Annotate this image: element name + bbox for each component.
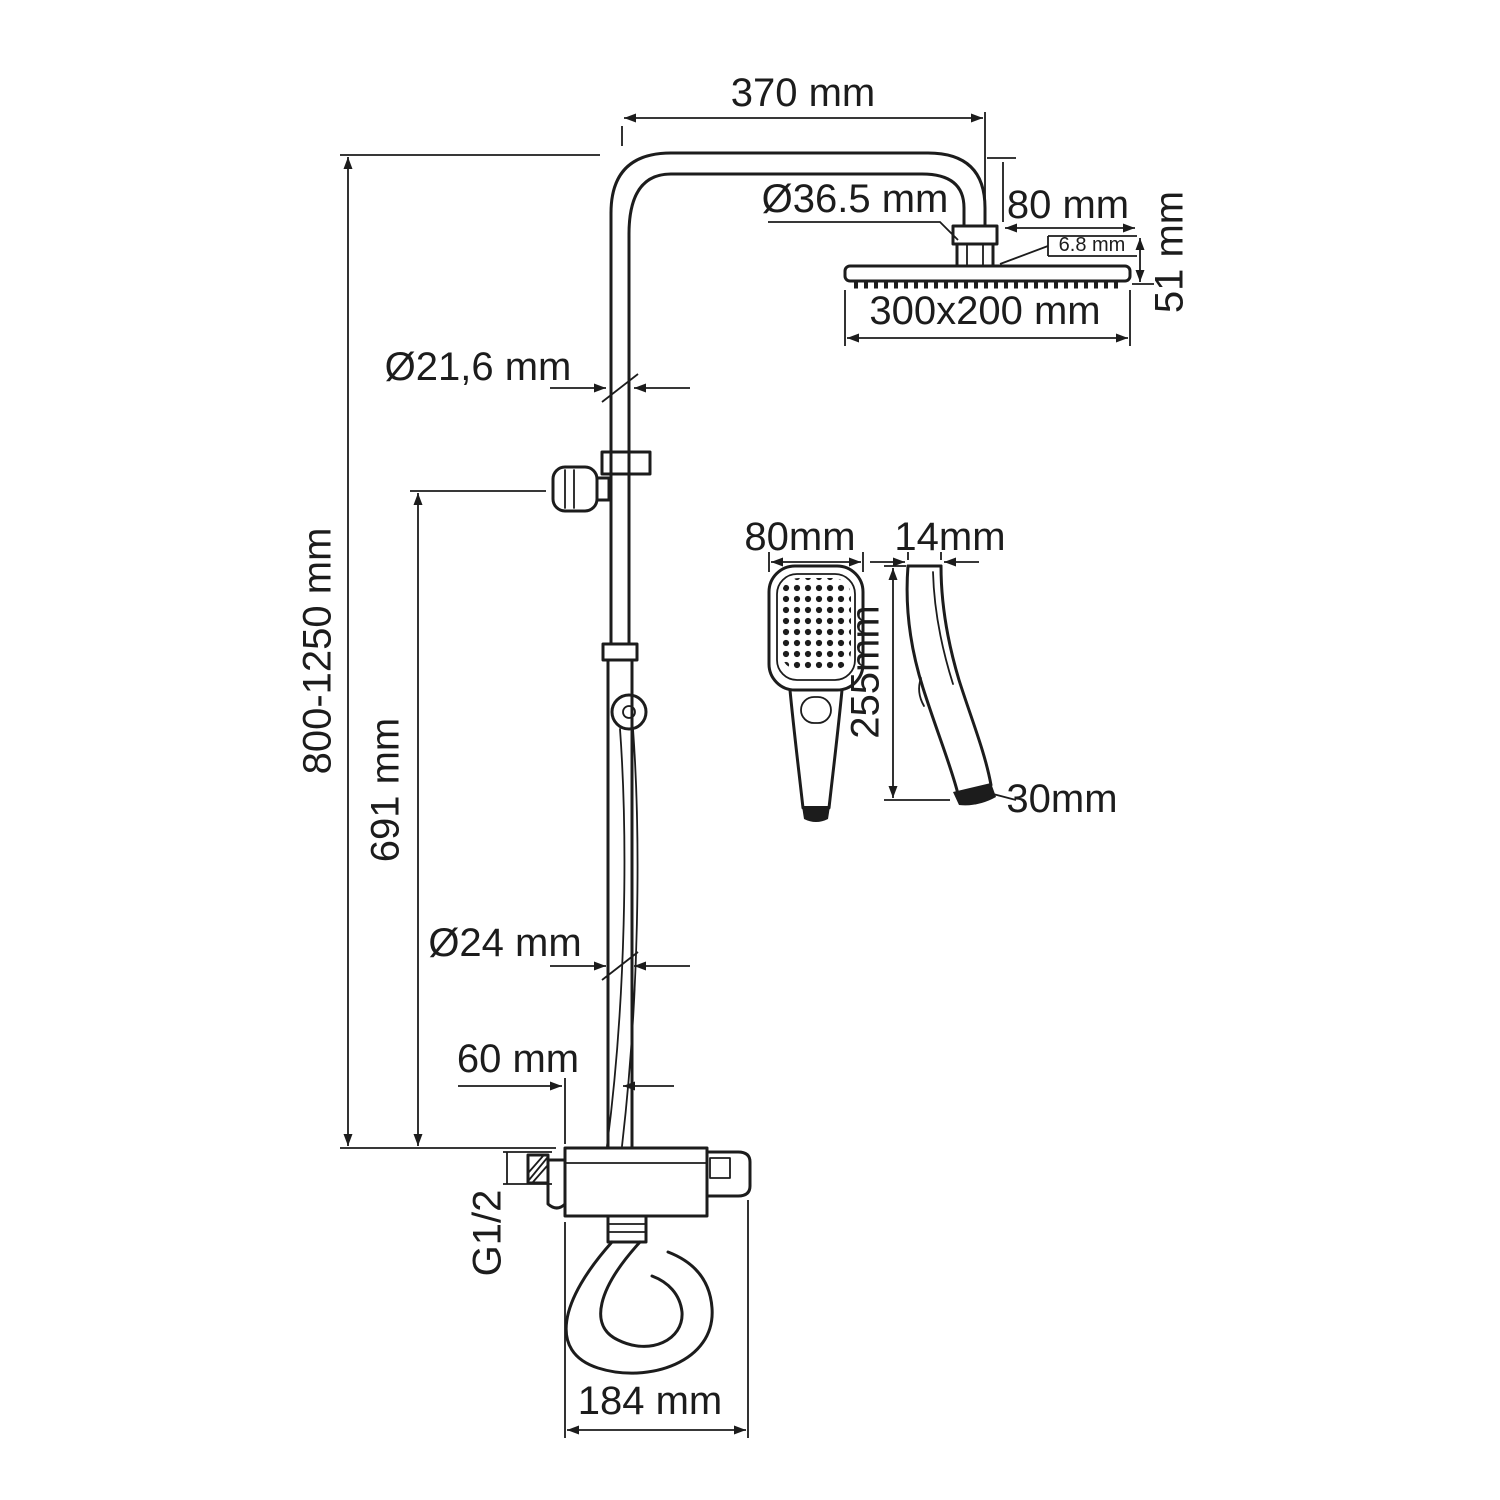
mixer-body — [546, 1146, 752, 1244]
shower-arm — [609, 151, 987, 240]
dim-column-height-range-label: 800-1250 mm — [296, 528, 340, 775]
handshower-holder-knob — [610, 693, 648, 731]
dim-connector-diameter-label: Ø36.5 mm — [762, 177, 949, 221]
dimension-lines — [340, 112, 1154, 1438]
dim-handshower-depth-label: 14mm — [894, 515, 1005, 559]
dim-mixer-width-label: 184 mm — [578, 1379, 723, 1423]
spray-nozzle-dots — [781, 578, 851, 670]
dim-handshower-width-label: 80mm — [744, 515, 855, 559]
hand-shower-side-view — [905, 564, 996, 806]
hand-shower-front-view — [767, 564, 865, 822]
dim-head-size-label: 300x200 mm — [869, 289, 1100, 333]
slider-knob — [551, 450, 652, 513]
shower-column — [601, 211, 639, 1150]
dim-thread-size-label: G1/2 — [466, 1190, 510, 1277]
dim-head-height-label: 51 mm — [1148, 191, 1192, 313]
handshower-inlet-cap — [802, 806, 830, 822]
dim-plate-thickness-label: 6.8 mm — [1059, 234, 1126, 256]
handshower-hose — [564, 728, 714, 1375]
dim-bracket-height-label: 691 mm — [364, 718, 408, 863]
dim-lower-pipe-diameter-label: Ø24 mm — [428, 921, 581, 965]
head-connector — [951, 224, 999, 268]
dim-spout-offset-label: 60 mm — [457, 1037, 579, 1081]
rain-shower-head — [843, 264, 1132, 289]
dim-handshower-inlet-width-label: 30mm — [1006, 777, 1117, 821]
dim-upper-pipe-diameter-label: Ø21,6 mm — [385, 345, 572, 389]
dim-handshower-length-label: 255mm — [844, 605, 888, 738]
handshower-button — [800, 696, 832, 724]
dim-arm-reach-label: 370 mm — [731, 71, 876, 115]
thread-stub — [526, 1153, 550, 1185]
handshower-side-inlet-cap — [953, 783, 996, 806]
dim-head-offset-label: 80 mm — [1007, 183, 1129, 227]
